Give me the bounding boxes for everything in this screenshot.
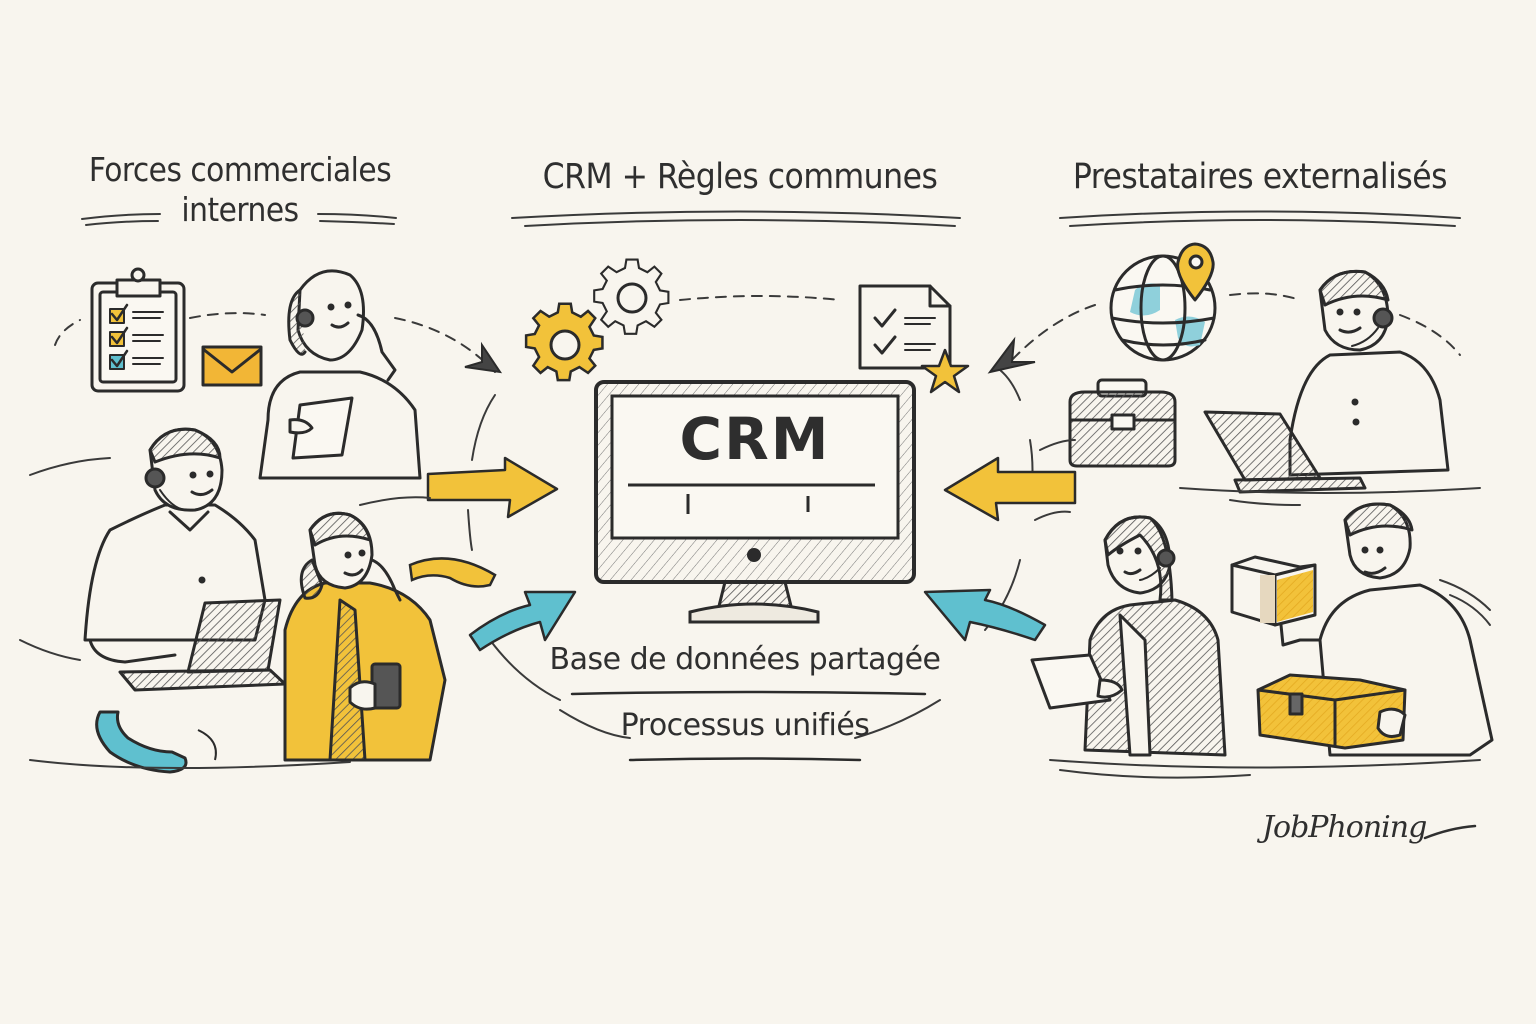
heading-underlines [81,210,1461,227]
envelope-icon [201,345,263,387]
gear-yellow-icon [524,302,604,382]
label-shared-database: Base de données partagée [549,642,942,677]
yellow-swoosh-shape [408,557,497,588]
arrow-blue-left [468,590,577,652]
person-woman-headset-tablet-right [1030,515,1227,757]
heading-left-line2: internes [181,190,299,229]
arrow-yellow-right [943,456,1077,522]
arrow-yellow-left [426,456,559,519]
person-woman-headset-tablet [258,269,422,480]
label-unified-processes: Processus unifiés [620,708,870,743]
clipboard-checklist-icon [90,267,186,393]
person-man-headset-laptop-right [1203,269,1450,494]
arrow-dark-right-top [987,336,1036,374]
person-man-headset-laptop [83,427,287,692]
briefcase-icon [1068,378,1177,468]
heading-internal-sales-forces: Forces commerciales internes [60,150,420,230]
star-icon [920,348,970,394]
document-checklist-icon [858,284,952,370]
monitor-crm-label: CRM [679,405,831,473]
location-pin-icon [1176,242,1215,302]
heading-external-providers: Prestataires externalisés [1072,157,1448,197]
heading-crm-common-rules: CRM + Règles communes [542,157,938,197]
dashed-flow-lines [54,292,1461,373]
monitor-icon [594,380,916,624]
person-woman-yellow-jacket-phone [283,511,447,762]
heading-left-line1: Forces commerciales [88,150,392,189]
brand-logo-jobphoning: JobPhoning [1262,810,1427,845]
person-man-holding-boxes [1230,502,1494,757]
arrow-dark-left-top [464,341,503,374]
arrow-blue-right [923,588,1047,642]
phone-handset-icon [95,710,217,774]
brand-swash [1423,824,1477,840]
gear-outline-icon [593,258,670,335]
